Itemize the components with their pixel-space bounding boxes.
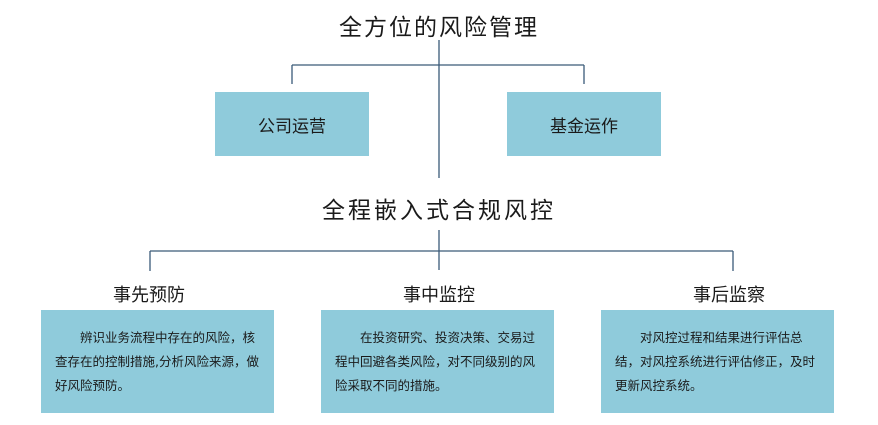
phase-description-monitoring: 在投资研究、投资决策、交易过程中回避各类风险，对不同级别的风险采取不同的措施。	[321, 310, 554, 413]
fund-operation-label: 基金运作	[550, 116, 618, 137]
phase-label-prevention: 事先预防	[113, 285, 185, 306]
phase-description-inspection: 对风控过程和结果进行评估总结，对风控系统进行评估修正，及时更新风控系统。	[601, 310, 834, 413]
phase-description-prevention: 辨识业务流程中存在的风险，核查存在的控制措施,分析风险来源，做好风险预防。	[41, 310, 274, 413]
middle-title: 全程嵌入式合规风控	[322, 198, 556, 224]
top-title: 全方位的风险管理	[339, 15, 539, 41]
company-operation-box: 公司运营	[215, 92, 369, 156]
company-operation-label: 公司运营	[258, 116, 326, 137]
phase-label-inspection: 事后监察	[693, 285, 765, 306]
fund-operation-box: 基金运作	[507, 92, 661, 156]
phase-label-monitoring: 事中监控	[403, 285, 475, 306]
